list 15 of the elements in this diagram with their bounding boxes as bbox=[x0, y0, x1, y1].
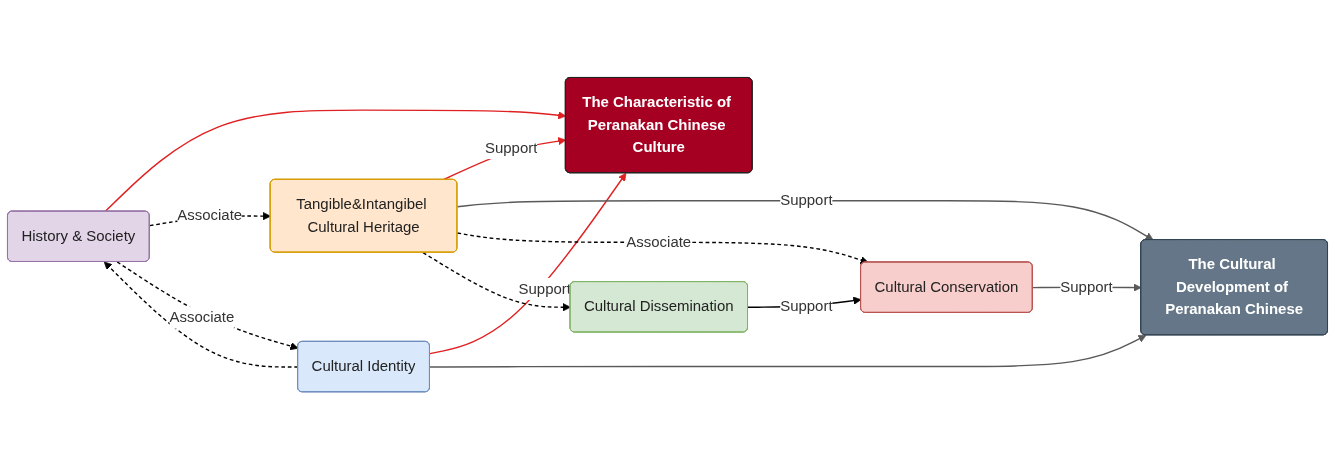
arrow bbox=[104, 109, 567, 213]
arrow bbox=[429, 173, 627, 355]
arrow bbox=[103, 261, 299, 369]
edge-label: Support bbox=[780, 192, 833, 209]
edge-label: Associate bbox=[169, 309, 235, 326]
arrow bbox=[116, 261, 299, 351]
edge-label: Support bbox=[484, 139, 538, 156]
edge-label: Associate bbox=[626, 234, 692, 251]
arrow bbox=[422, 252, 571, 312]
arrow bbox=[442, 137, 567, 181]
edge-label: Associate bbox=[177, 207, 243, 224]
arrow bbox=[456, 200, 1154, 241]
edge-label: Support bbox=[780, 298, 833, 315]
arrow bbox=[429, 335, 1147, 369]
edge-label: Support bbox=[1060, 279, 1113, 296]
